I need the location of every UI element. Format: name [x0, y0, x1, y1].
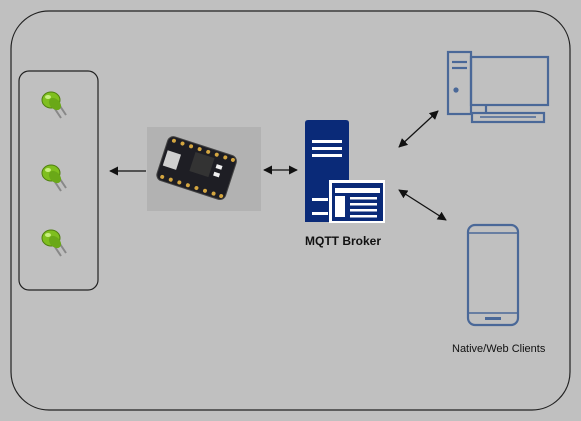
smartphone-icon [466, 223, 520, 327]
bidirectional-arrow-icon [398, 110, 439, 148]
led-group-box [18, 70, 99, 291]
server-icon [305, 120, 385, 223]
microcontroller-board-icon [147, 127, 261, 211]
led-icon [41, 164, 67, 192]
native-web-clients-label: Native/Web Clients [452, 343, 546, 355]
led-icon [41, 229, 67, 257]
led-icon [41, 91, 67, 119]
bidirectional-arrow-icon [398, 189, 447, 221]
mqtt-broker-label: MQTT Broker [305, 234, 382, 248]
outer-container [10, 10, 571, 411]
desktop-computer-icon [446, 50, 550, 124]
